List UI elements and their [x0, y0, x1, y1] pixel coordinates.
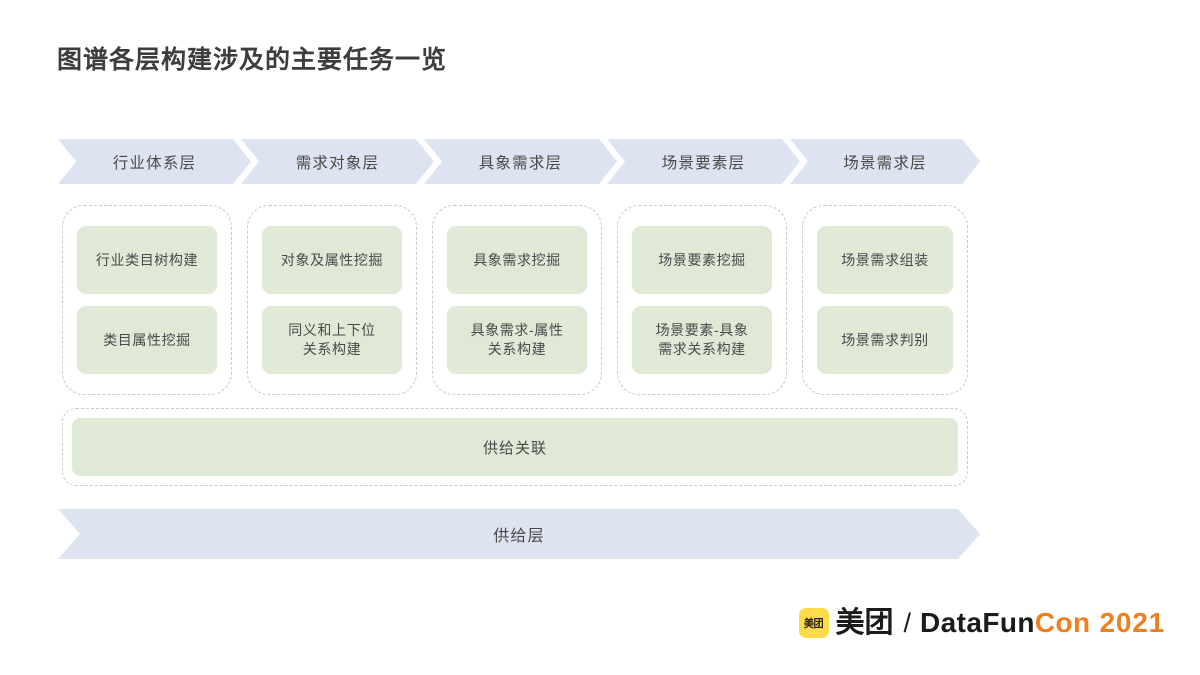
- brand-logo: 美团 美团 / DataFun Con 2021: [798, 605, 1165, 641]
- task-label: 对象及属性挖掘: [280, 251, 384, 268]
- task-box[interactable]: 场景要素-具象 需求关系构建: [632, 306, 772, 374]
- task-box[interactable]: 对象及属性挖掘: [262, 226, 402, 294]
- layer-header-label: 场景要素层: [661, 154, 746, 172]
- task-column-4: 场景要素挖掘 场景要素-具象 需求关系构建: [617, 205, 787, 395]
- task-label: 类目属性挖掘: [103, 331, 191, 348]
- task-label: 场景需求组装: [841, 251, 929, 268]
- task-box[interactable]: 同义和上下位 关系构建: [262, 306, 402, 374]
- task-box[interactable]: 具象需求挖掘: [447, 226, 587, 294]
- task-column-3: 具象需求挖掘 具象需求-属性 关系构建: [432, 205, 602, 395]
- layer-header-label: 场景需求层: [843, 154, 927, 172]
- task-label: 行业类目树构建: [95, 251, 199, 268]
- task-label: 同义和上下位 关系构建: [288, 322, 376, 357]
- meituan-badge-text: 美团: [803, 618, 824, 630]
- task-box[interactable]: 行业类目树构建: [77, 226, 217, 294]
- supply-relation-group: 供给关联: [62, 408, 968, 486]
- task-label: 具象需求挖掘: [473, 251, 561, 268]
- layer-header-chevron-5[interactable]: 场景需求层: [790, 139, 980, 184]
- layer-header-chevron-3[interactable]: 具象需求层: [424, 139, 617, 184]
- layer-header-chevron-4[interactable]: 场景要素层: [607, 139, 800, 184]
- layer-header-row: 行业体系层 需求对象层 具象需求层 场景要素层 场景需求层: [58, 139, 980, 184]
- task-label: 场景要素-具象 需求关系构建: [655, 322, 749, 357]
- layer-header-label: 行业体系层: [112, 154, 197, 172]
- supply-layer-chevron[interactable]: 供给层: [58, 509, 980, 559]
- layer-header-chevron-2[interactable]: 需求对象层: [241, 139, 434, 184]
- supply-relation-label: 供给关联: [482, 439, 547, 457]
- logo-separator: /: [903, 607, 912, 638]
- page-title: 图谱各层构建涉及的主要任务一览: [57, 46, 448, 74]
- task-column-5: 场景需求组装 场景需求判别: [802, 205, 968, 395]
- task-box[interactable]: 具象需求-属性 关系构建: [447, 306, 587, 374]
- task-box[interactable]: 场景需求组装: [817, 226, 953, 294]
- layer-header-chevron-1[interactable]: 行业体系层: [58, 139, 251, 184]
- layer-header-label: 需求对象层: [295, 154, 380, 172]
- task-label: 场景需求判别: [841, 331, 929, 348]
- task-label: 场景要素挖掘: [658, 251, 746, 268]
- task-columns: 行业类目树构建 类目属性挖掘 对象及属性挖掘 同义和上下位 关系构建 具象需求挖…: [62, 205, 968, 395]
- task-label: 具象需求-属性 关系构建: [470, 322, 564, 357]
- task-column-2: 对象及属性挖掘 同义和上下位 关系构建: [247, 205, 417, 395]
- task-box[interactable]: 场景要素挖掘: [632, 226, 772, 294]
- con-wordmark: Con: [1034, 607, 1091, 638]
- supply-relation-box[interactable]: 供给关联: [72, 418, 958, 476]
- supply-layer-label: 供给层: [493, 528, 545, 545]
- logo-year: 2021: [1099, 607, 1165, 638]
- task-column-1: 行业类目树构建 类目属性挖掘: [62, 205, 232, 395]
- meituan-badge-icon: 美团: [798, 608, 829, 638]
- meituan-wordmark: 美团: [835, 606, 894, 639]
- layer-header-label: 具象需求层: [478, 154, 563, 172]
- datafun-wordmark: DataFun: [920, 607, 1035, 638]
- task-box[interactable]: 类目属性挖掘: [77, 306, 217, 374]
- task-box[interactable]: 场景需求判别: [817, 306, 953, 374]
